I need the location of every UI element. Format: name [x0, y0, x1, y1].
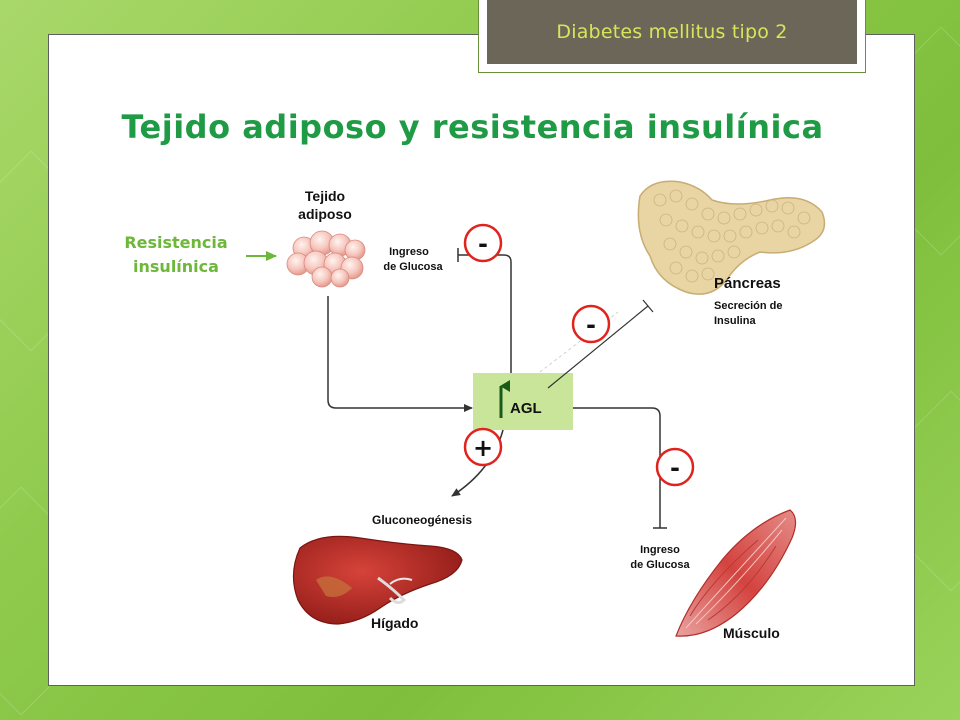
insulin-secretion-line2: Insulina — [714, 315, 756, 327]
muscle-glucose-uptake-line1: Ingreso — [640, 544, 680, 556]
liver-label: Hígado — [371, 615, 418, 631]
muscle-sign: - — [655, 447, 695, 487]
adipose-glucose-uptake-line2: de Glucosa — [383, 261, 443, 273]
agl-to-gluconeogenesis-arrow — [451, 429, 504, 497]
adipose-glucose-uptake-line1: Ingreso — [389, 246, 429, 258]
pancreas-illustration — [637, 180, 826, 295]
pancreas-faint-line — [539, 311, 619, 373]
insulin-secretion-line1: Secreción de — [714, 300, 782, 312]
resistance-label-line2: insulínica — [133, 257, 219, 276]
page-title: Tejido adiposo y resistencia insulínica — [121, 108, 824, 146]
resistance-label-line1: Resistencia — [124, 233, 227, 252]
muscle-label: Músculo — [723, 625, 780, 641]
header-title: Diabetes mellitus tipo 2 — [556, 21, 788, 43]
muscle-sign-symbol: - — [670, 454, 680, 482]
muscle-glucose-uptake-line2: de Glucosa — [630, 559, 690, 571]
agl-label: AGL — [510, 400, 542, 417]
header-banner: Diabetes mellitus tipo 2 — [487, 0, 857, 64]
agl-to-adipose-inhibition-line — [458, 254, 512, 396]
slide-panel — [48, 34, 915, 686]
header-tab: Diabetes mellitus tipo 2 — [478, 0, 866, 73]
agl-box — [473, 373, 573, 430]
pancreas-label: Páncreas — [714, 275, 781, 292]
pancreas-sign-symbol: - — [586, 311, 596, 339]
liver-sign: + — [463, 427, 503, 467]
adipose-label-line2: adiposo — [298, 206, 352, 222]
liver-illustration — [292, 535, 463, 625]
muscle-illustration — [675, 509, 797, 637]
gluconeogenesis-label: Gluconeogénesis — [372, 513, 472, 527]
adipose-sign-symbol: - — [478, 230, 488, 258]
agl-to-muscle-inhibition-line — [573, 407, 661, 528]
adipose-sign: - — [463, 223, 503, 263]
pancreas-sign: - — [571, 304, 611, 344]
adipose-tissue-illustration — [286, 230, 366, 288]
agl-to-pancreas-inhibition-line — [547, 305, 649, 389]
adipose-to-agl-arrow — [327, 296, 473, 412]
liver-sign-symbol: + — [473, 434, 493, 462]
adipose-label-line1: Tejido — [305, 188, 345, 204]
pancreas-inhibition-bar — [642, 299, 654, 313]
